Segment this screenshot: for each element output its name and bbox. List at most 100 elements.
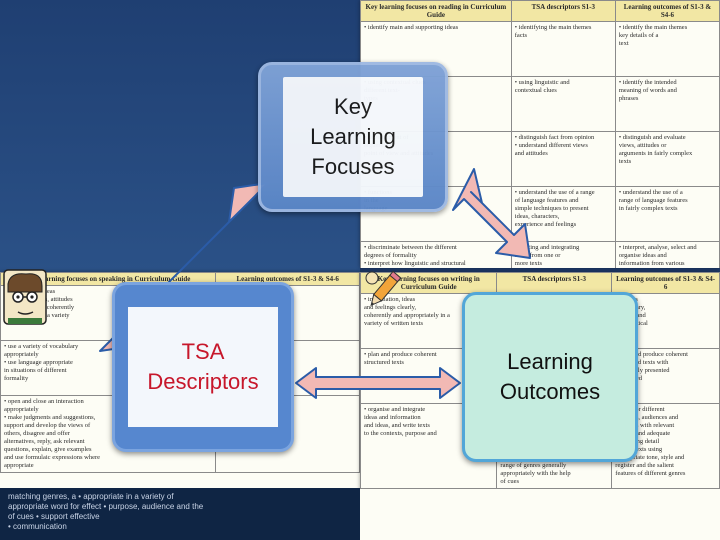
pencil-icon <box>364 268 404 317</box>
bottom-text-line: of cues • support effective <box>8 512 100 521</box>
bottom-strip <box>0 488 360 540</box>
tsa-descriptors-box: TSA Descriptors <box>112 282 294 452</box>
learning-outcomes-label: Learning Outcomes <box>499 349 601 404</box>
cell-line: contextual clues <box>514 87 557 94</box>
face-icon <box>2 268 48 331</box>
reading-header-2: Learning outcomes of S1-3 & S4-6 <box>614 0 720 22</box>
cell-line: • texts for different <box>615 406 665 413</box>
cell-line: • identify the intended <box>618 79 677 86</box>
cell-line: features of different genres <box>615 470 686 477</box>
cell-line: ideas, characters, <box>514 213 560 220</box>
cell-line: appropriate tone, style and <box>615 454 685 461</box>
cell-line: in situations of different <box>4 367 67 374</box>
tsa-descriptors-label: TSA Descriptors <box>147 339 259 394</box>
cell-line: • make judgments and suggestions, <box>4 414 96 421</box>
cell-line: others, disagree and offer <box>4 430 70 437</box>
bottom-text-line: matching genres, a • appropriate in a va… <box>8 492 174 501</box>
cell-line: • identify main and supporting ideas <box>364 24 459 31</box>
cell-line: to the contexts, purpose and <box>364 430 437 437</box>
table-cell: • using linguistic and contextual clues <box>510 76 616 132</box>
cell-line: • understand different views <box>514 142 588 149</box>
bottom-strip-text: matching genres, a • appropriate in a va… <box>8 492 348 532</box>
cell-line: organise ideas and <box>618 252 667 259</box>
cell-line: appropriate <box>4 462 34 469</box>
cell-line: and attitudes <box>514 150 548 157</box>
bottom-text-line: appropriate word for effect • purpose, a… <box>8 502 204 511</box>
double-arrow-tsa-outcomes <box>295 367 461 399</box>
arrow-key-outcomes-shape <box>452 168 531 259</box>
cell-line: • understand the use of a <box>618 189 683 196</box>
cell-line: • interpret, analyse, select and <box>618 244 697 251</box>
cell-line: range of genres generally <box>500 462 567 469</box>
cell-line: • plan and produce coherent <box>364 351 437 358</box>
cell-line: and ideas, and write texts <box>364 422 430 429</box>
table-cell: • open and close an interaction appropri… <box>0 395 217 473</box>
cell-line: of language features and <box>514 197 579 204</box>
cell-line: facts <box>514 32 528 39</box>
cell-line: • discriminate between the different <box>364 244 457 251</box>
cell-line: information from various <box>618 260 685 267</box>
cell-line: experience and feelings <box>514 221 577 228</box>
speaking-header-0: Key learning focuses on speaking in Curr… <box>0 272 217 286</box>
cell-line: appropriately with the help <box>500 470 571 477</box>
cell-line: • write texts using <box>615 446 663 453</box>
cell-line: structured texts <box>364 359 404 366</box>
cell-line: purposes, audiences and <box>615 414 679 421</box>
cell-line: • identifying the main themes <box>514 24 592 31</box>
cell-line: simple techniques to present <box>514 205 589 212</box>
cell-line: purposes with relevant <box>615 422 675 429</box>
cell-line: text <box>618 40 629 47</box>
cell-line: • use a variety of vocabulary <box>4 343 79 350</box>
cell-line: • use language appropriate <box>4 359 73 366</box>
cell-line: appropriately <box>4 406 39 413</box>
cell-line: • organise and integrate <box>364 406 426 413</box>
cell-line: key details of a <box>618 32 659 39</box>
cell-line: coherently and appropriately in a <box>364 312 450 319</box>
key-learning-focuses-inner: Key Learning Focuses <box>283 77 423 197</box>
bottom-text-line: • communication <box>8 522 67 531</box>
cell-line: ideas and information <box>364 414 421 421</box>
cell-line: in fairly complex texts <box>618 205 678 212</box>
tsa-descriptors-inner: TSA Descriptors <box>128 307 278 427</box>
cell-line: content and adequate <box>615 430 671 437</box>
cell-line: texts <box>618 158 632 165</box>
cell-line: appropriately <box>4 351 39 358</box>
cell-line: • using linguistic and <box>514 79 570 86</box>
cell-line: • distinguish and evaluate <box>618 134 686 141</box>
cell-line: range of language features <box>618 197 688 204</box>
cell-line: • plan and produce coherent <box>615 351 688 358</box>
key-learning-focuses-box: Key Learning Focuses <box>258 62 448 212</box>
cell-line: degrees of formality <box>364 252 417 259</box>
table-cell: • discriminate between the different deg… <box>360 241 512 268</box>
cell-line: effectively presented <box>615 367 670 374</box>
table-cell: • identify the main themes key details o… <box>614 21 720 77</box>
table-cell: • distinguish and evaluate views, attitu… <box>614 131 720 187</box>
table-cell: • identify the intended meaning of words… <box>614 76 720 132</box>
cell-line: questions, explain, give examples <box>4 446 92 453</box>
cell-line: ideas from one or <box>514 252 561 259</box>
cell-line: phrases <box>618 95 639 102</box>
cell-line: variety of written texts <box>364 320 424 327</box>
arrow-tsa-outcomes-shape <box>295 367 461 399</box>
table-cell: • understand the use of a range of langu… <box>614 186 720 242</box>
cell-line: and use formulaic expressions where <box>4 454 101 461</box>
cell-line: • identify the main themes <box>618 24 688 31</box>
table-cell: • interpret, analyse, select and organis… <box>614 241 720 268</box>
double-arrow-key-outcomes <box>452 168 531 259</box>
cell-line: • information, ideas <box>364 296 416 303</box>
cell-line: structured texts with <box>615 359 669 366</box>
cell-line: arguments in fairly complex <box>618 150 693 157</box>
table-cell: • identifying the main themes facts <box>510 21 616 77</box>
cell-line: meaning of words and <box>618 87 677 94</box>
key-learning-focuses-label: Key Learning Focuses <box>310 94 396 179</box>
cell-line: support and develop the views of <box>4 422 91 429</box>
cell-line: • interpret how linguistic and structura… <box>364 260 466 267</box>
cell-line: of cues <box>500 478 519 485</box>
cell-line: • open and close an interaction <box>4 398 84 405</box>
table-cell: • distinguish fact from opinion• underst… <box>510 131 616 187</box>
cell-line: • relating and integrating <box>514 244 580 251</box>
writing-header-1: TSA descriptors S1-3 <box>496 272 613 294</box>
cell-line: formality <box>4 375 29 382</box>
cell-line: more texts <box>514 260 543 267</box>
cell-line: alternatives, reply, ask relevant <box>4 438 85 445</box>
